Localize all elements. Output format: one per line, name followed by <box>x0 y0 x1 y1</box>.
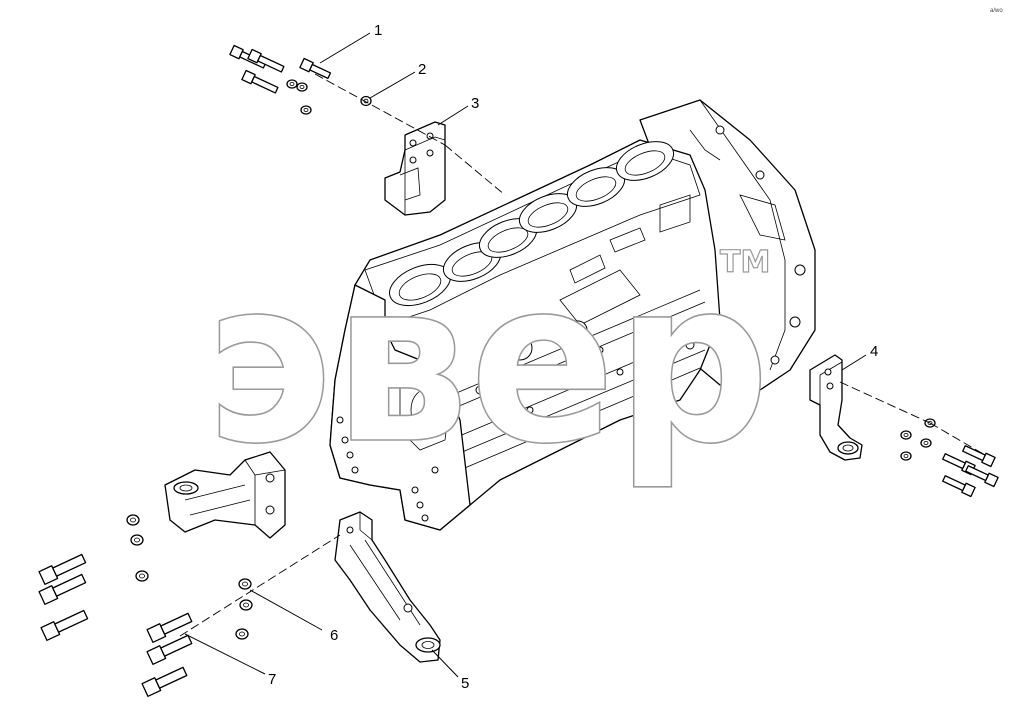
callout-2: 2 <box>418 61 426 78</box>
bolts-part-4 <box>900 418 999 498</box>
bracket-part-5 <box>334 511 441 663</box>
washers-left <box>126 514 149 582</box>
callout-7: 7 <box>268 671 276 688</box>
callout-4: 4 <box>870 343 878 360</box>
bolts-part-1 <box>229 44 332 115</box>
engine-block <box>329 99 816 531</box>
leader-lines <box>184 32 867 678</box>
callouts: 1 2 3 4 5 6 7 <box>268 22 878 692</box>
callout-5: 5 <box>461 675 469 692</box>
callout-1: 1 <box>374 22 382 39</box>
watermark-text: эвер <box>205 232 770 494</box>
assembly-lines <box>179 73 986 637</box>
watermark-trademark: TM <box>720 245 770 280</box>
bracket-part-4 <box>809 354 863 461</box>
washer-part-2 <box>360 95 372 107</box>
watermark: эвер TM <box>204 231 771 495</box>
callout-3: 3 <box>471 95 479 112</box>
bolts-left <box>38 553 89 641</box>
callout-6: 6 <box>330 627 338 644</box>
front-mount-bracket <box>164 451 286 539</box>
bracket-part-3 <box>384 121 446 216</box>
corner-mark: a/wo <box>990 8 1003 14</box>
bolts-part-7 <box>141 612 193 697</box>
washers-part-6 <box>235 578 253 640</box>
